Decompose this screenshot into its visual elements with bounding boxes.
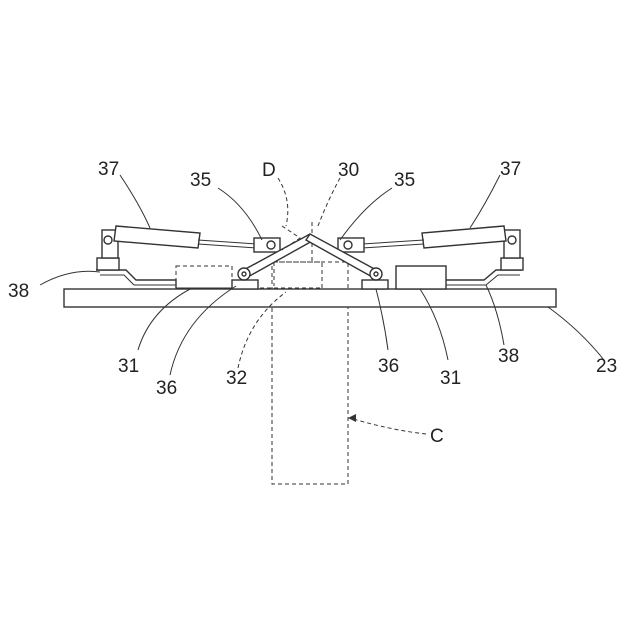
right-block-31 (396, 266, 446, 289)
label-37-right: 37 (500, 159, 521, 180)
center-box-32 (274, 262, 322, 288)
leader-35-right (340, 188, 392, 240)
left-cylinder-37 (102, 226, 256, 258)
leader-23 (548, 307, 604, 360)
arrowhead-c (348, 414, 356, 422)
left-block-31 (176, 266, 232, 288)
label-36-right: 36 (378, 356, 399, 377)
label-35-right: 35 (394, 170, 415, 191)
right-clevis-35 (338, 238, 364, 252)
label-32: 32 (226, 368, 247, 389)
label-31-right: 31 (440, 368, 461, 389)
base-plate-23 (64, 289, 556, 307)
right-mount-block (501, 258, 523, 270)
label-31-left: 31 (118, 356, 139, 377)
leader-38-left (40, 271, 100, 285)
leader-35-left (218, 188, 262, 240)
label-35-left: 35 (190, 170, 211, 191)
label-38-left: 38 (8, 281, 29, 302)
label-c: C (430, 426, 444, 447)
label-38-right: 38 (498, 346, 519, 367)
label-d: D (262, 160, 276, 181)
leader-37-right (470, 175, 500, 228)
label-30: 30 (338, 160, 359, 181)
label-23: 23 (596, 356, 617, 377)
label-36-left: 36 (156, 378, 177, 399)
right-cylinder-37 (362, 226, 520, 258)
leader-d (278, 178, 288, 226)
leader-c (350, 418, 426, 434)
left-clevis-35 (254, 238, 280, 252)
left-mount-block (97, 258, 119, 270)
label-37-left: 37 (98, 159, 119, 180)
leader-37-left (120, 175, 150, 228)
leader-30 (318, 178, 340, 226)
